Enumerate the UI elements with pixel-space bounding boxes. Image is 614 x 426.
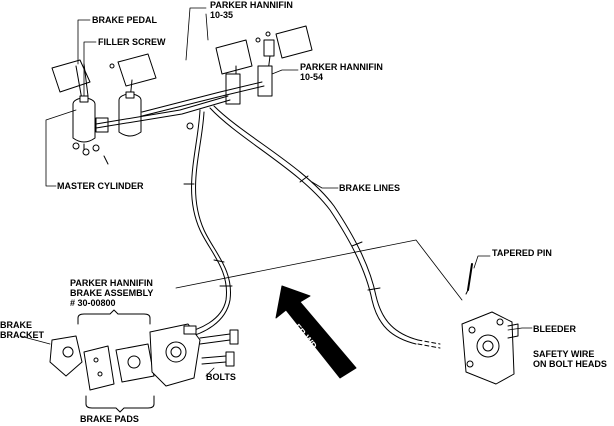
tapered-pin	[465, 263, 473, 295]
assembly-line3: # 30-00800	[70, 298, 116, 308]
parker-10-54-line1: PARKER HANNIFIN	[300, 62, 383, 72]
master-cylinder-right	[118, 91, 142, 137]
brake-pedal-label: BRAKE PEDAL	[92, 15, 158, 25]
brace-assembly	[77, 309, 151, 325]
parker-brake-assembly-label: PARKER HANNIFIN BRAKE ASSEMBLY # 30-0080…	[70, 278, 153, 308]
brake-bracket-label: BRAKE BRACKET	[0, 320, 44, 340]
master-cylinder-label: MASTER CYLINDER	[57, 181, 144, 191]
copilot-brake-pedal-left	[215, 39, 253, 83]
brake-line-clamps	[183, 175, 441, 349]
left-brake-pedal	[51, 59, 91, 101]
bleeder-label: BLEEDER	[533, 324, 577, 334]
safety-wire-line1: SAFETY WIRE	[533, 349, 595, 359]
filler-screw-label: FILLER SCREW	[98, 37, 166, 47]
brake-bracket	[49, 335, 83, 377]
brake-line-left	[179, 109, 232, 339]
bracket-line1: BRAKE	[0, 320, 33, 330]
parker-hannifin-10-54-label: PARKER HANNIFIN 10-54	[300, 62, 383, 82]
safety-wire-label: SAFETY WIRE ON BOLT HEADS	[533, 349, 607, 369]
assembly-line1: PARKER HANNIFIN	[70, 278, 153, 288]
right-brake-assembly	[461, 311, 519, 385]
brake-pads	[83, 343, 155, 391]
assembly-line2: BRAKE ASSEMBLY	[70, 288, 154, 298]
leader-lines	[19, 7, 533, 377]
caliper-bolts	[199, 329, 239, 367]
brake-line-right	[209, 105, 419, 345]
forward-arrow-icon	[275, 285, 357, 379]
brace-brake-pads	[85, 395, 155, 413]
right-brake-pedal	[117, 53, 157, 101]
parker-10-35-line1: PARKER HANNIFIN	[210, 0, 293, 10]
tapered-pin-label: TAPERED PIN	[492, 248, 552, 258]
master-cylinder-left	[72, 95, 109, 151]
pedal-crossover-tubes	[95, 81, 265, 129]
bracket-line2: BRACKET	[0, 330, 44, 340]
brake-pads-label: BRAKE PADS	[80, 414, 139, 424]
brake-lines-label: BRAKE LINES	[339, 183, 401, 193]
bolts-label: BOLTS	[206, 372, 236, 382]
safety-wire-line2: ON BOLT HEADS	[533, 359, 607, 369]
parker-hannifin-10-35-label: PARKER HANNIFIN 10-35	[210, 0, 293, 20]
fitting-parts	[72, 31, 271, 165]
parker-10-35-line2: 10-35	[210, 10, 234, 20]
brake-caliper	[149, 323, 201, 387]
parker-10-54-line2: 10-54	[300, 72, 324, 82]
